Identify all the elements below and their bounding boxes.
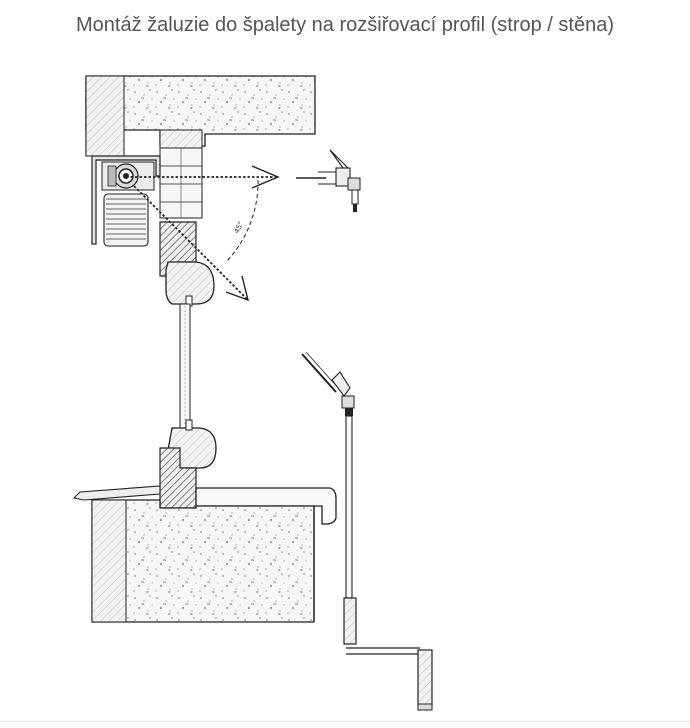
angle-label: 45° xyxy=(232,220,246,235)
lintel-wall xyxy=(85,75,316,219)
slat-stack xyxy=(103,193,149,247)
gear-drive-icon xyxy=(107,163,139,189)
horizontal-arrow xyxy=(126,165,280,189)
glazing xyxy=(179,303,191,429)
lower-wall xyxy=(91,499,315,623)
crank-handle-icon xyxy=(301,351,433,711)
diagonal-arrow xyxy=(133,185,249,302)
angle-arc: 45° xyxy=(225,179,259,263)
page-divider xyxy=(0,721,690,722)
blind-box xyxy=(91,155,161,247)
diagram-title: Montáž žaluzie do špalety na rozšiřovací… xyxy=(75,14,615,36)
gear-coupling-icon xyxy=(296,149,361,212)
window-frame-bottom xyxy=(159,419,217,509)
window-frame-top xyxy=(159,221,215,307)
